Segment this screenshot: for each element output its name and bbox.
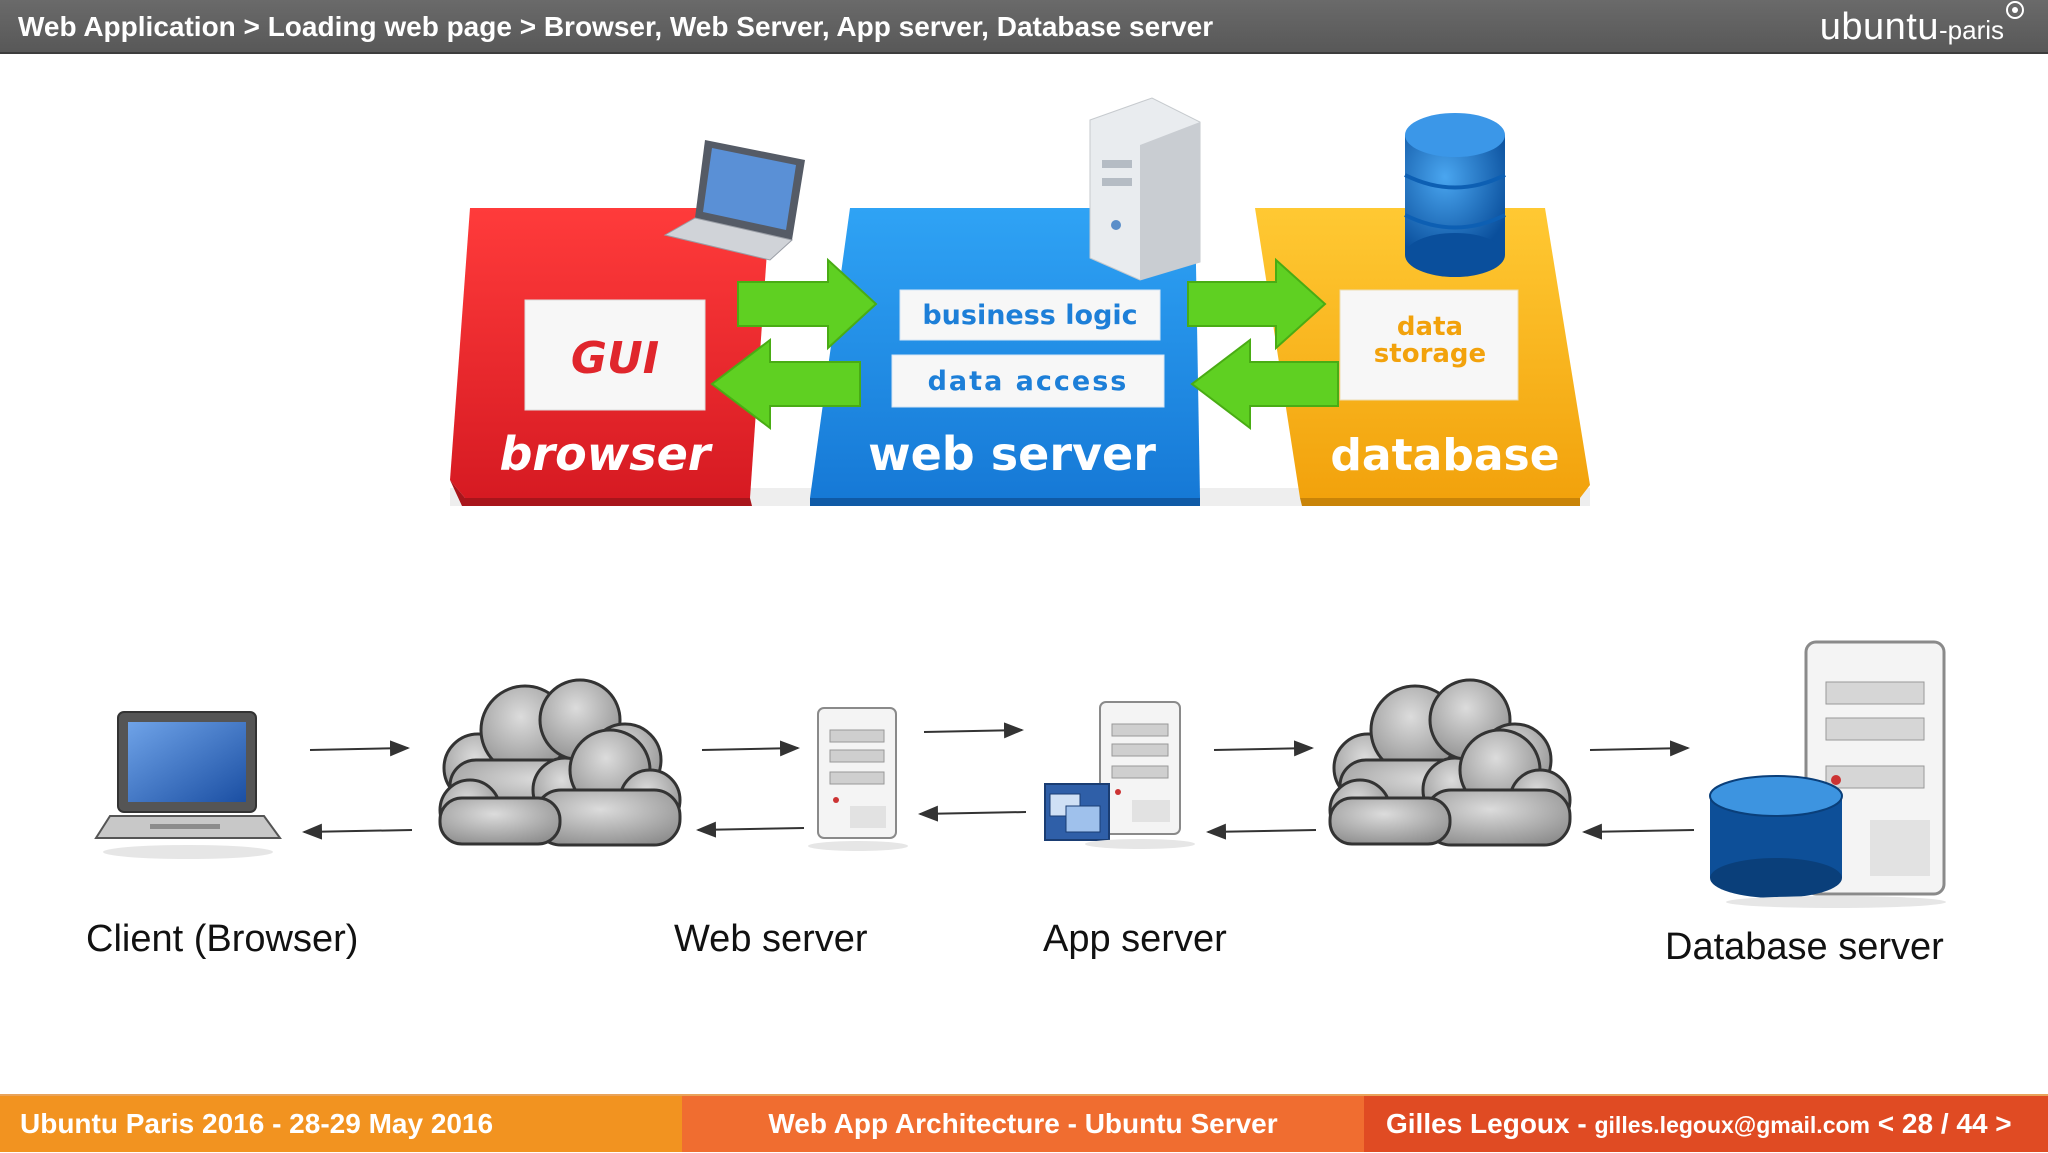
arrow-right-icon — [737, 257, 878, 351]
arrow-left-icon — [1206, 823, 1317, 840]
author-email: gilles.legoux@gmail.com — [1594, 1112, 1870, 1138]
database-server-label: Database server — [1665, 926, 1944, 968]
gui-box — [524, 299, 706, 411]
data-storage-label-line1: data — [1397, 312, 1463, 342]
arrow-left-icon — [918, 805, 1027, 822]
data-access-label: data access — [928, 366, 1129, 397]
client-label: Client (Browser) — [86, 918, 359, 960]
web-server-label: web server — [868, 427, 1156, 481]
web-server-tile-edge — [810, 498, 1200, 506]
footer-bar: Ubuntu Paris 2016 - 28-29 May 2016 Web A… — [0, 1094, 2048, 1152]
data-access-box — [891, 354, 1165, 408]
slide-pagination: < 28 / 44 > — [1869, 1108, 2012, 1139]
logo-suffix-text: -paris — [1938, 15, 2004, 45]
arrow-right-icon — [923, 722, 1024, 739]
ubuntu-paris-logo: ubuntu-paris — [1819, 1, 2024, 52]
database-cylinder-icon — [1404, 113, 1506, 277]
business-logic-box — [899, 289, 1161, 341]
data-storage-label-line2: storage — [1374, 339, 1486, 369]
laptop-icon — [663, 140, 805, 261]
internet-cloud-icon — [1328, 678, 1572, 847]
circle-of-friends-icon — [2006, 1, 2024, 19]
request-flow-diagram: Client (Browser) Web server App server D… — [0, 620, 2048, 1000]
footer-author: Gilles Legoux - gilles.legoux@gmail.com … — [1364, 1096, 2048, 1152]
database-label: database — [1330, 430, 1559, 481]
database-server-icon — [1709, 640, 1946, 908]
arrow-left-icon — [1190, 337, 1339, 431]
app-server-label: App server — [1043, 918, 1227, 960]
architecture-illustration-svg: GUI browser business logic data access w… — [450, 97, 1590, 506]
browser-tile-edge — [450, 480, 752, 506]
footer-talk-title: Web App Architecture - Ubuntu Server — [682, 1096, 1364, 1152]
database-tile-edge — [1300, 498, 1580, 506]
business-logic-label: business logic — [922, 300, 1137, 331]
arrow-left-icon — [1582, 823, 1695, 840]
arrow-right-icon — [1589, 740, 1690, 757]
tower-server-icon — [1089, 97, 1201, 281]
arrow-right-icon — [309, 740, 410, 757]
gui-label: GUI — [571, 333, 659, 384]
breadcrumb: Web Application > Loading web page > Bro… — [18, 11, 1214, 42]
architecture-illustration: GUI browser business logic data access w… — [440, 90, 1620, 540]
author-name: Gilles Legoux - — [1386, 1108, 1595, 1139]
web-server-tile — [810, 208, 1200, 498]
data-storage-box — [1339, 289, 1519, 401]
footer-divider — [0, 1094, 2048, 1096]
request-flow-svg — [94, 640, 1946, 908]
app-server-icon — [1044, 701, 1195, 849]
arrow-right-icon — [701, 740, 800, 757]
logo-main-text: ubuntu — [1819, 6, 1939, 48]
arrow-left-icon — [710, 337, 861, 431]
internet-cloud-icon — [438, 678, 682, 847]
arrow-right-icon — [1187, 257, 1327, 351]
browser-label: browser — [500, 427, 714, 481]
client-laptop-icon — [94, 711, 282, 859]
header-bar: Web Application > Loading web page > Bro… — [0, 0, 2048, 54]
web-server-tower-icon — [808, 707, 908, 851]
arrow-right-icon — [1213, 740, 1314, 757]
arrow-left-icon — [302, 823, 413, 840]
web-server-label: Web server — [674, 918, 868, 960]
footer-event: Ubuntu Paris 2016 - 28-29 May 2016 — [0, 1096, 682, 1152]
arrow-left-icon — [696, 821, 805, 838]
